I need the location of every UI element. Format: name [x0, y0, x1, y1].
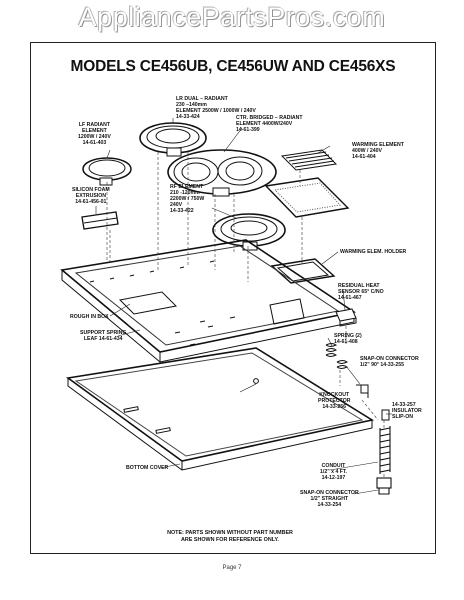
label-lr-dual: LR DUAL – RADIANT 230 –140mm ELEMENT 250… — [176, 96, 256, 120]
watermark-text: AppliancePartsPros.com — [78, 2, 386, 32]
warming-holder — [270, 258, 336, 284]
pointer-lines — [95, 118, 392, 495]
label-spring: SPRING (2) 14-61-408 — [334, 333, 362, 345]
ctr-bridged-element — [167, 149, 277, 197]
label-ctr-bridged: CTR. BRIDGED – RADIANT ELEMENT 4400W/240… — [236, 115, 303, 133]
conduit — [376, 426, 392, 495]
label-insulator: 14-33-257 INSULATOR SLIP-ON — [392, 402, 422, 420]
label-conduit: CONDUIT 1/2" x 4 FT. 14-12-197 — [320, 463, 347, 481]
lr-dual-element — [139, 122, 207, 157]
label-rough-in-box: ROUGH IN BOX — [70, 314, 109, 320]
label-support-spring: SUPPORT SPRING LEAF 14-61-434 — [80, 330, 127, 342]
label-silicon-foam: SILICON FOAM EXTRUSION 14-61-456-01 — [72, 187, 110, 205]
residual-heat-sensor — [335, 308, 357, 327]
label-snap-on-90: SNAP-ON CONNECTOR 1/2" 90° 14-33-255 — [360, 356, 419, 368]
insulator — [381, 409, 390, 421]
snap-on-connector-90 — [356, 384, 369, 398]
leader-lines — [106, 152, 385, 478]
rf-element — [212, 213, 286, 251]
lf-radiant-element — [82, 157, 132, 186]
page-title: MODELS CE456UB, CE456UW AND CE456XS — [70, 58, 396, 75]
label-lf-radiant: LF RADIANT ELEMENT 1200W / 240V 14-61-40… — [78, 122, 111, 146]
silicon-foam — [81, 211, 119, 230]
label-warming-element: WARMING ELEMENT 400W / 240V 14-61-404 — [352, 142, 404, 160]
label-residual-heat: RESIDUAL HEAT SENSOR 65° C/NO 14-61-467 — [338, 283, 384, 301]
page-number: Page 7 — [222, 565, 242, 571]
label-warming-holder: WARMING ELEM. HOLDER — [340, 249, 407, 255]
warming-element — [280, 149, 338, 171]
label-knockout: KNOCKOUT PROTECTOR 14-33-256 — [318, 392, 351, 410]
diagram-frame — [30, 42, 436, 554]
label-snap-on-straight: SNAP-ON CONNECTOR 1/2" STRAIGHT 14-33-25… — [300, 490, 359, 508]
label-rf-element: RF ELEMENT 210 -120mm 2200W / 750W 240V … — [170, 184, 205, 214]
springs — [325, 343, 348, 369]
bottom-cover — [65, 347, 375, 471]
label-bottom-cover: BOTTOM COVER — [126, 465, 169, 471]
main-tray — [60, 239, 357, 363]
warming-pad — [264, 177, 350, 218]
reference-note: NOTE: PARTS SHOWN WITHOUT PART NUMBER AR… — [167, 530, 293, 543]
